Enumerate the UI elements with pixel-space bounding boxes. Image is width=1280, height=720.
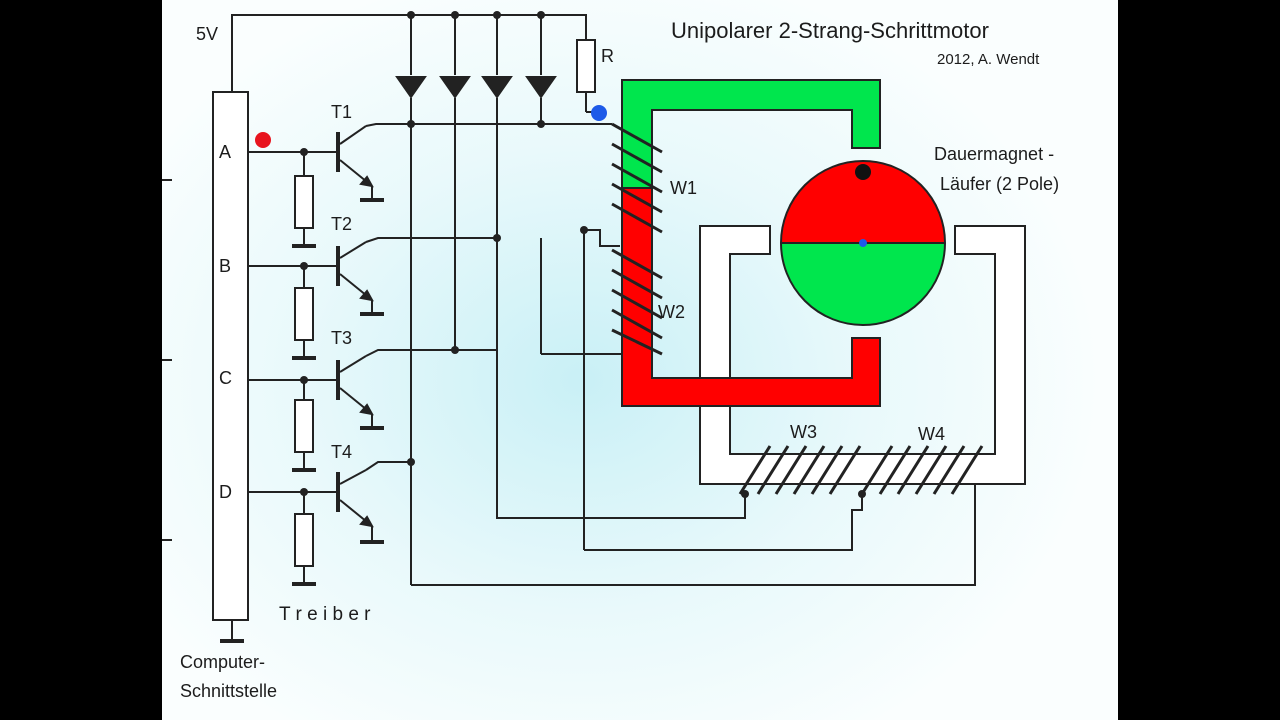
transistor-label-t3: T3 bbox=[331, 328, 352, 348]
winding-coils bbox=[611, 122, 984, 495]
supply-label: 5V bbox=[196, 24, 218, 44]
transistor-t4 bbox=[336, 469, 374, 542]
driver-label: T r e i b e r bbox=[279, 604, 371, 625]
wires bbox=[231, 14, 976, 640]
flyback-diodes bbox=[395, 76, 557, 99]
stator bbox=[621, 79, 1026, 485]
input-label-d: D bbox=[219, 482, 232, 502]
stator-pole-red bbox=[621, 187, 881, 407]
transistor-label-t2: T2 bbox=[331, 214, 352, 234]
rotor bbox=[780, 160, 946, 326]
input-label-b: B bbox=[219, 256, 231, 276]
diagram-credit: 2012, A. Wendt bbox=[937, 51, 1040, 68]
interface-label-line2: Schnittstelle bbox=[180, 681, 277, 701]
diagram-title: Unipolarer 2-Strang-Schrittmotor bbox=[671, 18, 989, 43]
stator-pole-green bbox=[621, 79, 881, 189]
rotor-label-line1: Dauermagnet - bbox=[934, 144, 1054, 164]
transistor-label-t4: T4 bbox=[331, 442, 352, 462]
computer-interface-bar bbox=[212, 91, 249, 621]
transistor-t2 bbox=[336, 241, 374, 314]
winding-label-w2: W2 bbox=[658, 302, 685, 322]
transistor-t3 bbox=[336, 355, 374, 428]
active-input-indicator bbox=[255, 132, 271, 148]
transistor-t1 bbox=[336, 125, 374, 200]
interface-label-line1: Computer- bbox=[180, 652, 265, 672]
pull-down-resistors bbox=[294, 175, 314, 567]
rotor-marker bbox=[855, 164, 871, 180]
transistors bbox=[336, 125, 374, 542]
winding-label-w1: W1 bbox=[670, 178, 697, 198]
supply-resistor bbox=[576, 39, 596, 93]
resistor-label: R bbox=[601, 46, 614, 66]
rotor-label-line2: Läufer (2 Pole) bbox=[940, 174, 1059, 194]
input-label-c: C bbox=[219, 368, 232, 388]
winding-label-w4: W4 bbox=[918, 424, 945, 444]
rotor-south-half bbox=[781, 243, 945, 325]
rotor-north-half bbox=[781, 161, 945, 243]
rotor-axis bbox=[859, 239, 867, 247]
input-label-a: A bbox=[219, 142, 231, 162]
supply-current-indicator bbox=[591, 105, 607, 121]
stator-yoke-lower bbox=[699, 225, 1026, 485]
transistor-label-t1: T1 bbox=[331, 102, 352, 122]
winding-label-w3: W3 bbox=[790, 422, 817, 442]
edge-ticks bbox=[162, 179, 172, 541]
